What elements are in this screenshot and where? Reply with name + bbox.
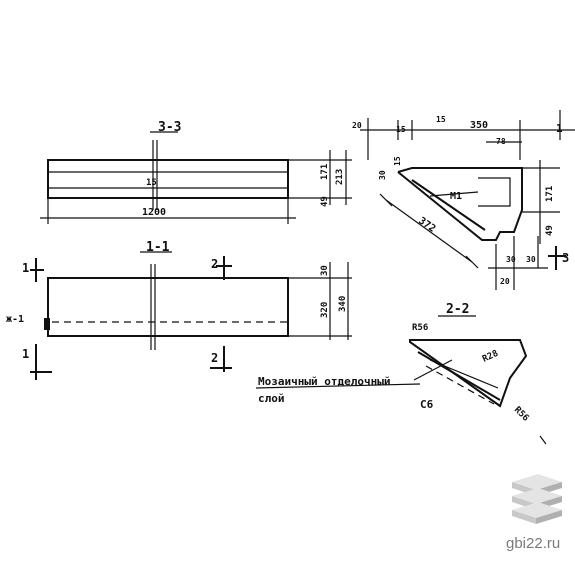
section-1-1-dim-320: 320 [320, 302, 330, 318]
watermark-site[interactable]: gbi22.ru [506, 535, 561, 552]
section-3-3-title: 3-3 [158, 120, 181, 135]
section-1-1-title: 1-1 [146, 240, 170, 255]
profile-dim-top-sub2: 15 [396, 125, 406, 134]
section-1-1-marker-bottom-left: 1 [22, 347, 29, 361]
profile-dim-bottom-2: 30 [526, 255, 536, 264]
profile-dim-top-total: 350 [470, 120, 488, 131]
section-3-3-length: 1200 [142, 207, 166, 218]
section-1-1-outline [47, 277, 289, 337]
section-2-2-title: 2-2 [446, 302, 469, 317]
section-3-3-dim-49: 49 [320, 196, 330, 207]
section-3-3-tick: 15 [146, 178, 157, 188]
profile-dim-top-sub1: 20 [352, 121, 362, 130]
section-1-1: 1-1 1 2 ж-1 30 320 340 1 2 [6, 240, 352, 380]
profile-dim-diag: 372 [416, 215, 437, 234]
profile-dim-171: 171 [545, 186, 555, 202]
section-1-1-marker-left: 1 [22, 261, 29, 275]
section-1-1-marker-right: 2 [211, 257, 218, 271]
section-2-2: 2-2 R56 R28 R56 С6 [409, 302, 547, 445]
profile-dim-49: 49 [545, 225, 555, 236]
profile-marker-3: 3 [562, 251, 569, 265]
section-2-2-label-c6: С6 [420, 398, 434, 411]
profile-dim-78: 78 [496, 137, 506, 146]
callout-line-1: Мозаичный отделочный [258, 375, 390, 388]
section-2-2-outline [409, 339, 528, 408]
section-1-1-dim-30: 30 [320, 265, 330, 276]
section-3-3: 3-3 15 1200 213 171 49 [40, 120, 352, 224]
section-2-2-r56-bottom: R56 [512, 405, 531, 424]
profile-outline [397, 167, 523, 241]
profile-dim-15: 15 [393, 156, 402, 166]
finish-layer-callout: Мозаичный отделочный слой [255, 359, 453, 405]
section-1-1-left-label: ж-1 [6, 314, 24, 325]
section-3-3-outline [47, 159, 289, 199]
profile-dim-top-sub3: 15 [436, 115, 446, 124]
callout-line-2: слой [258, 392, 285, 405]
section-2-2-r28: R28 [481, 349, 500, 365]
section-2-2-r56-top: R56 [412, 323, 428, 333]
section-3-3-dim-213: 213 [335, 169, 345, 185]
profile-view: 20 15 15 350 78 15 30 М1 372 171 49 3 [352, 110, 575, 290]
profile-label-m1: М1 [450, 191, 462, 202]
profile-dim-bottom-1: 30 [506, 255, 516, 264]
profile-dim-30: 30 [378, 170, 387, 180]
section-1-1-dim-340: 340 [338, 296, 348, 312]
stacked-slabs-icon [512, 474, 562, 524]
profile-dim-bottom-3: 20 [500, 277, 510, 286]
profile-marker-1: 1 [556, 122, 563, 135]
section-3-3-dim-171: 171 [320, 164, 330, 180]
section-1-1-marker-bottom-right: 2 [211, 351, 218, 365]
